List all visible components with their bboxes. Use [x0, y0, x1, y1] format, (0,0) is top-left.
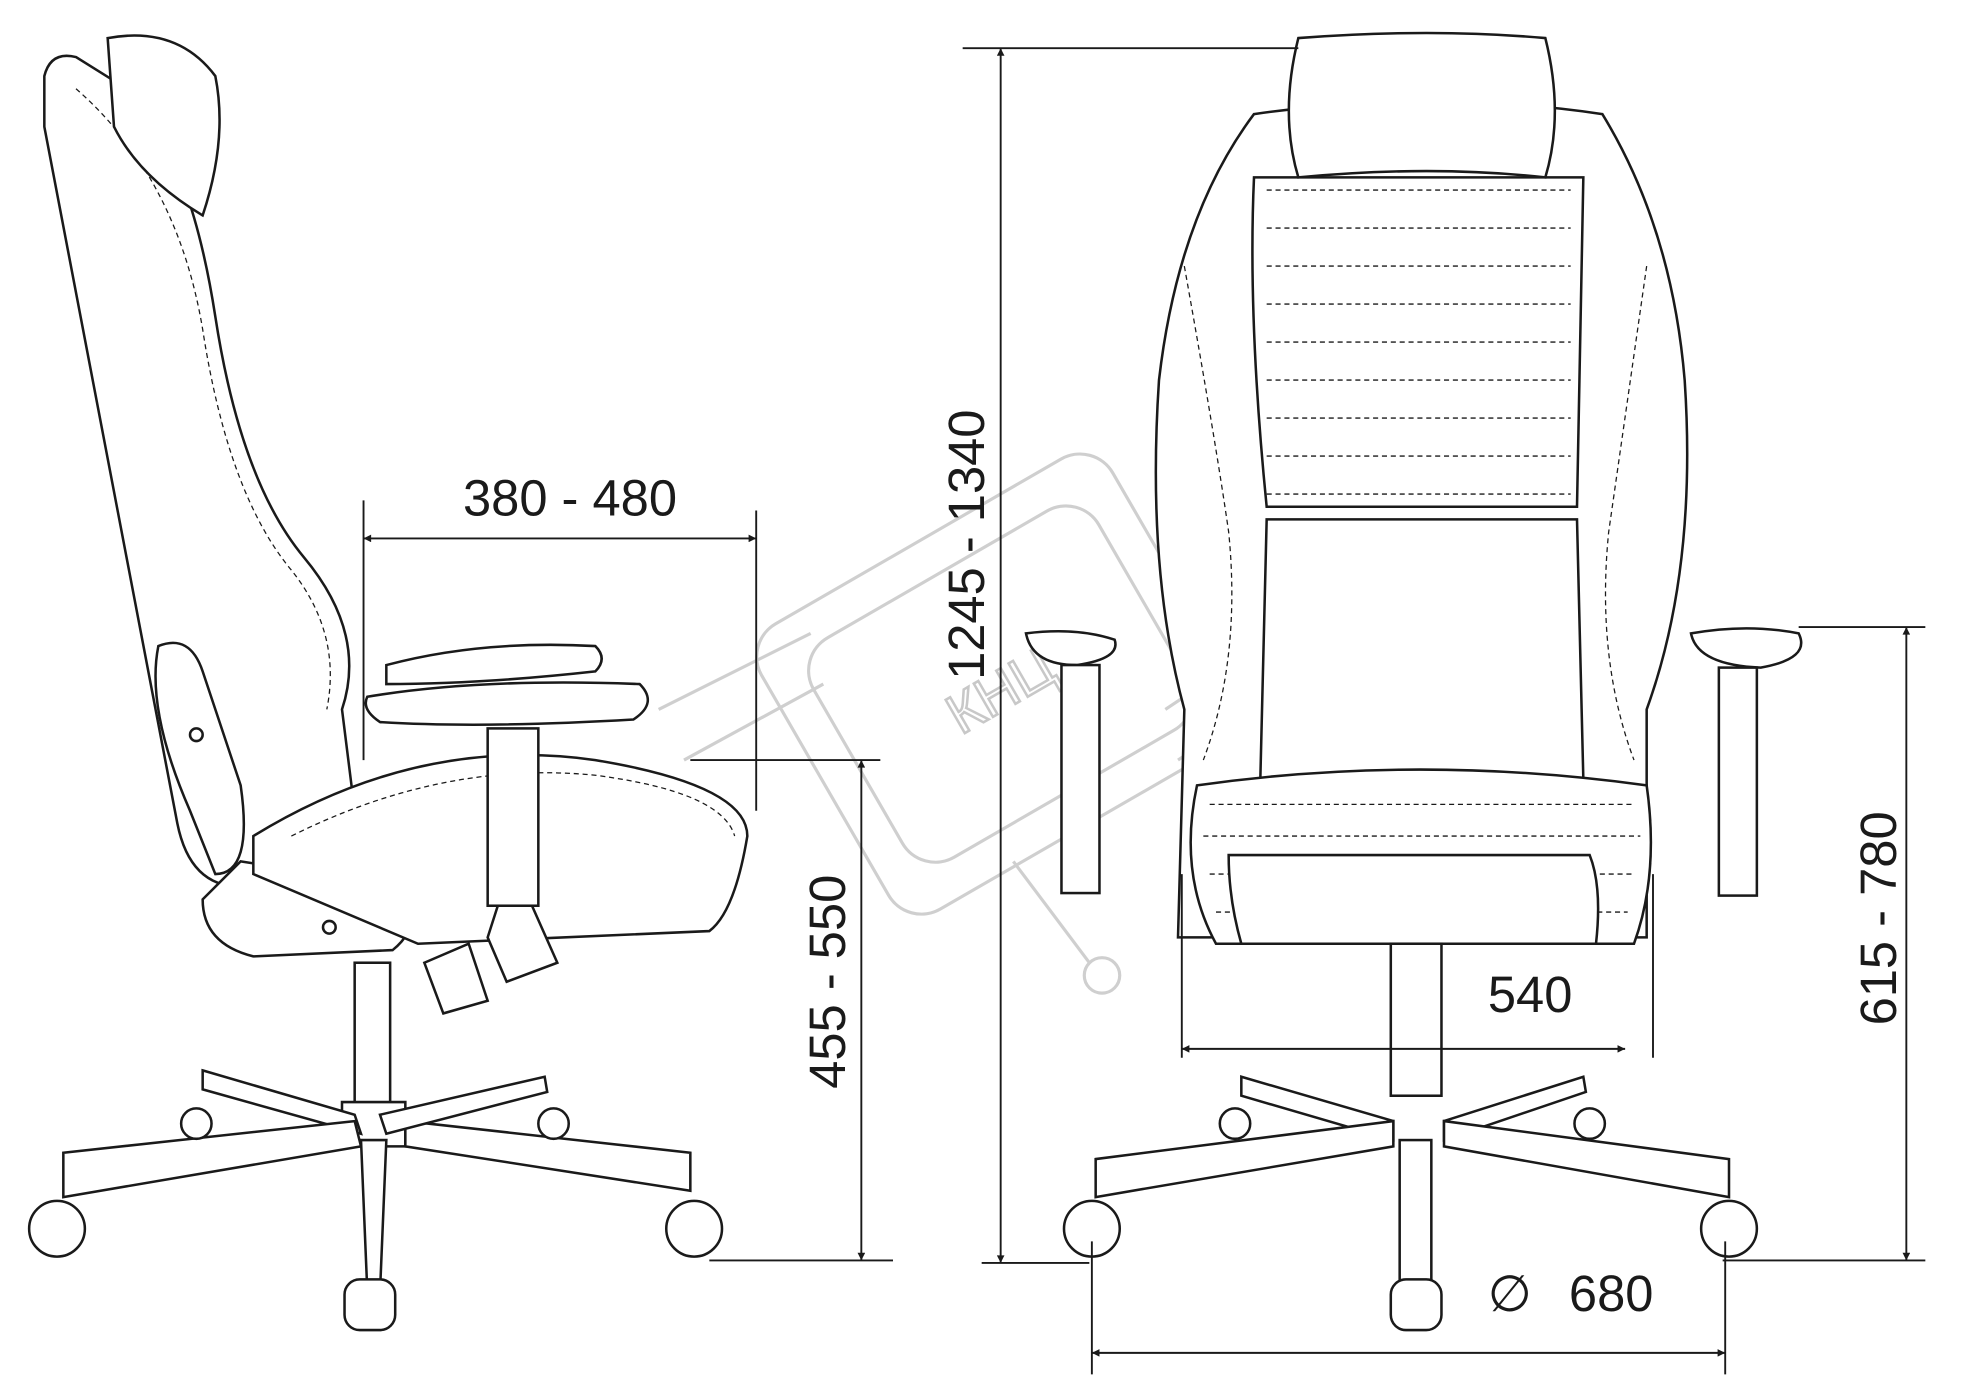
chair-front-view: [1024, 31, 1803, 1332]
diameter-symbol: ∅: [1488, 1265, 1532, 1322]
base-diameter-label: 680: [1569, 1265, 1654, 1322]
dimension-total-height: 1245 - 1340: [938, 47, 1299, 1264]
dimension-seat-depth: 380 - 480: [362, 470, 758, 811]
dimension-armrest-height: 615 - 780: [1722, 626, 1926, 1262]
dimension-base-diameter: ∅ 680: [1090, 1241, 1727, 1375]
total-height-label: 1245 - 1340: [938, 410, 995, 680]
chair-side-view: [27, 34, 749, 1332]
dimension-seat-height: 455 - 550: [690, 759, 893, 1262]
seat-height-label: 455 - 550: [799, 875, 856, 1089]
seat-depth-label: 380 - 480: [463, 470, 677, 527]
armrest-height-label: 615 - 780: [1850, 811, 1907, 1025]
seat-width-label: 540: [1488, 966, 1573, 1023]
dimension-seat-width: 540: [1180, 874, 1654, 1058]
